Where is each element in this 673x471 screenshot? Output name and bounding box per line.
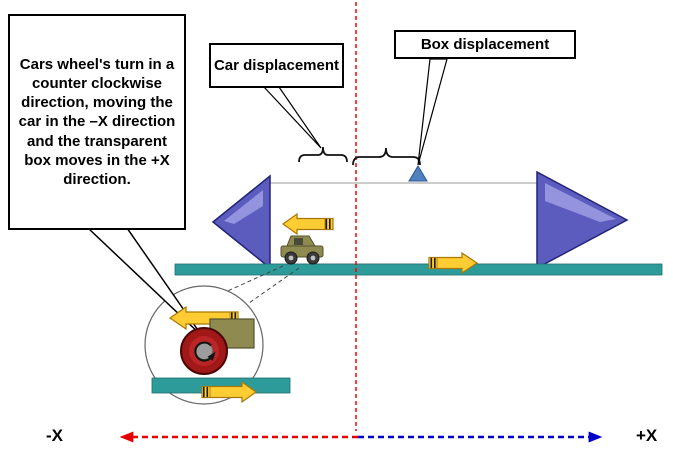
ground-motion-arrow-tail [428,257,438,269]
ground-bar [174,263,663,276]
left-arrow-highlight [224,190,263,224]
car-window [294,238,303,245]
car [280,235,324,265]
negative-axis-label: -X [46,426,63,445]
left-displacement-arrow [211,174,271,270]
box-displacement-brace [352,147,421,166]
ground-motion-arrow [428,251,479,275]
wheel-rotation-arrow [194,341,216,362]
car-wheel-front-hub [288,255,294,261]
car-displacement-label: Car displacement [213,56,340,74]
right-arrow-highlight [545,183,616,222]
box-position-marker [408,165,428,182]
car-displacement-pointer [262,86,322,149]
car-motion-arrow-tail [324,218,334,230]
magnified-ground-motion-arrow [201,380,258,404]
callout-text: Cars wheel's turn in a counter clockwise… [18,55,176,188]
magnifier-connector-right [248,267,300,304]
magnifier-contents [151,305,291,404]
car-displacement-brace [298,146,348,163]
box-displacement-label-box: Box displacement [394,30,576,59]
positive-axis-label: +X [636,426,658,445]
magnified-ground-motion-arrow-tail [201,386,211,398]
car-motion-arrow [281,212,334,236]
car-wheel-rear-hub [310,255,316,261]
callout-box: Cars wheel's turn in a counter clockwise… [8,14,186,230]
box-displacement-label: Box displacement [420,36,550,53]
car-displacement-label-box: Car displacement [209,43,344,88]
box-displacement-pointer [417,58,448,166]
